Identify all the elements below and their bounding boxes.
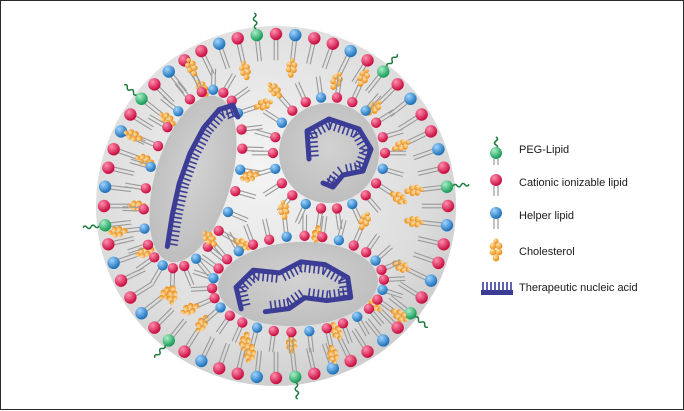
nucleic-acid-icon	[479, 273, 519, 303]
legend-item-helper-lipid: Helper lipid	[479, 201, 574, 231]
peg-lipid-icon	[479, 135, 519, 165]
legend-item-nucleic-acid: Therapeutic nucleic acid	[479, 273, 638, 303]
legend-label: PEG-Lipid	[519, 144, 569, 156]
legend-item-cationic-lipid: Cationic ionizable lipid	[479, 168, 628, 198]
helper-lipid-icon	[479, 201, 519, 231]
legend-label: Cholesterol	[519, 246, 575, 258]
legend-item-peg-lipid: PEG-Lipid	[479, 135, 569, 165]
legend-label: Therapeutic nucleic acid	[519, 282, 638, 294]
cholesterol-icon	[479, 237, 519, 267]
legend-label: Helper lipid	[519, 210, 574, 222]
legend-label: Cationic ionizable lipid	[519, 177, 628, 189]
legend-item-cholesterol: Cholesterol	[479, 237, 575, 267]
cationic-lipid-icon	[479, 168, 519, 198]
